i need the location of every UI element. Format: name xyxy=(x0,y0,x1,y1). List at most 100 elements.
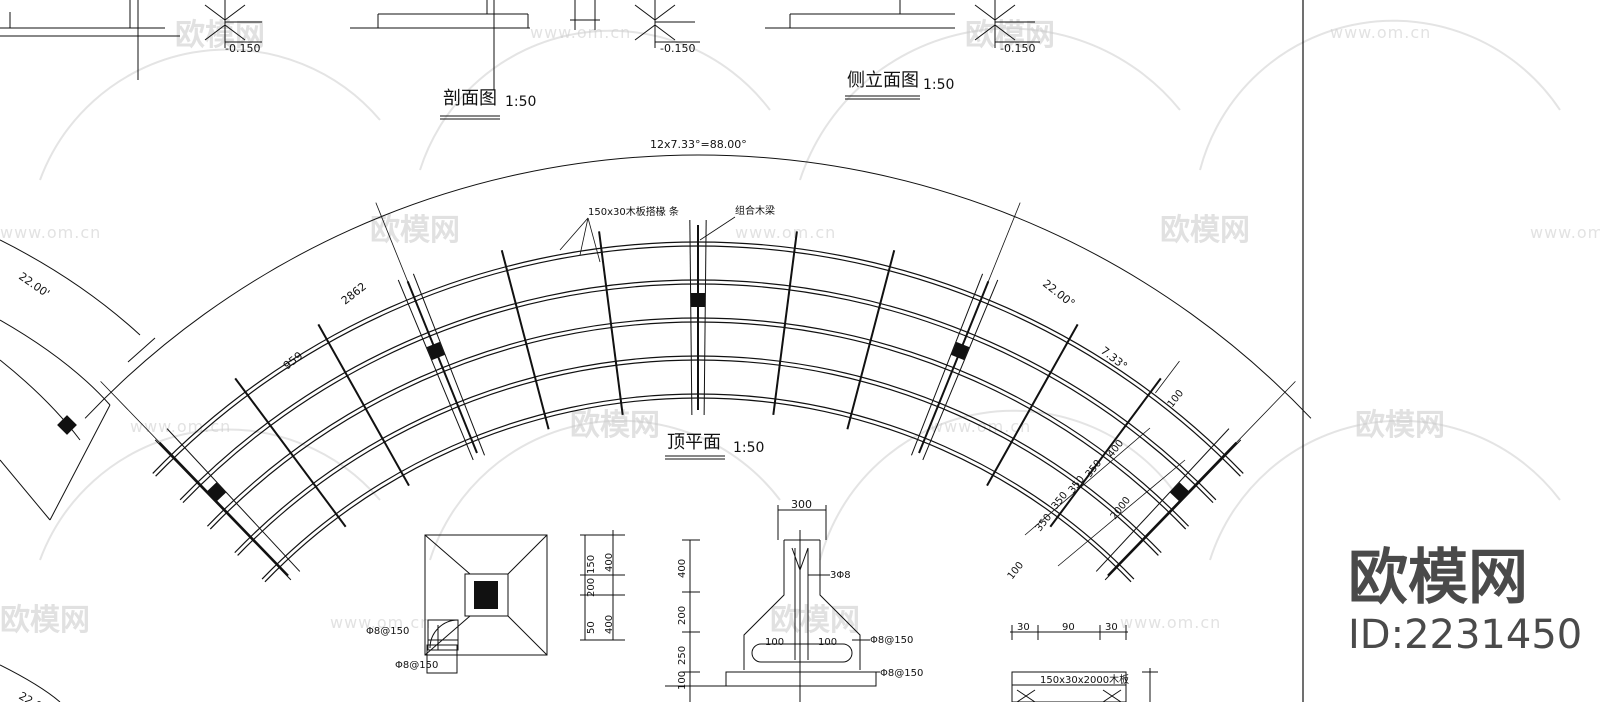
watermark-brand: 欧模网 xyxy=(965,18,1055,53)
dim-350-d: 350 xyxy=(1034,512,1054,534)
watermark-brand: 欧模网 xyxy=(0,603,90,638)
beam-line xyxy=(1104,439,1242,581)
watermark-brand: 欧模网 xyxy=(770,603,860,638)
watermark-brand: 欧模网 xyxy=(370,213,460,248)
rafter-line xyxy=(918,281,990,454)
pad-post-section xyxy=(474,581,498,609)
board-detail xyxy=(1010,625,1158,703)
watermark-url: www.om.cn xyxy=(1330,23,1431,42)
post-square xyxy=(426,341,445,361)
beam-line xyxy=(689,220,693,416)
watermark-url: www.om.cn xyxy=(130,417,231,436)
rafter-line xyxy=(598,231,624,415)
pad-dim-150: 150 xyxy=(586,555,597,574)
footing-width-top: 300 xyxy=(791,498,812,511)
watermark-brand: 欧模网 xyxy=(175,18,265,53)
watermark-url: www.om.cn xyxy=(1530,223,1600,242)
rafter-line xyxy=(986,323,1079,487)
dimension-extension xyxy=(375,202,414,296)
post-square xyxy=(206,482,227,503)
side-elevation-scale: 1:50 xyxy=(923,77,954,93)
rafter-line xyxy=(317,323,410,487)
dimension-extension xyxy=(1155,360,1180,394)
dim-2000: 2000 xyxy=(1109,495,1133,522)
pad-dim-400b: 400 xyxy=(604,615,615,634)
watermark-url: www.om.cn xyxy=(0,223,101,242)
dimension-extension xyxy=(1225,381,1296,454)
brand-id: ID:2231450 xyxy=(1348,612,1582,658)
pad-rebar-a: Φ8@150 xyxy=(366,626,409,637)
footing-height-200: 200 xyxy=(677,606,688,625)
section-level-bottom-2: -0.150 xyxy=(660,42,695,55)
footing-height-400: 400 xyxy=(677,559,688,578)
left-fragment-angle-bottom: 22.0 xyxy=(17,689,45,702)
beam-line xyxy=(397,279,474,461)
watermark-url: www.om.cn xyxy=(735,223,836,242)
plan-leader-lines xyxy=(559,216,736,263)
beam-line xyxy=(1095,428,1230,572)
left-fragment-angle: 22.00' xyxy=(16,270,52,300)
footing-offset-left: 100 xyxy=(765,637,784,648)
pad-dim-50: 50 xyxy=(586,621,597,634)
beam-line xyxy=(154,439,292,581)
rafter-line xyxy=(406,281,478,454)
footing-rebar-vertical: 3Φ8 xyxy=(830,570,851,581)
top-plan-title: 顶平面 xyxy=(667,432,721,453)
watermark-layer: 欧模网 欧模网 欧模网 欧模网 欧模网 欧模网 欧模网 欧模网 www.om.c… xyxy=(0,18,1600,638)
brand-name: 欧模网 xyxy=(1348,543,1528,613)
dim-350-a: 350 xyxy=(1084,458,1104,480)
watermark-brand: 欧模网 xyxy=(570,408,660,443)
dimension-extension xyxy=(982,202,1021,296)
section-view-scale: 1:50 xyxy=(505,94,536,110)
watermark-brand: 欧模网 xyxy=(1160,213,1250,248)
footing-rebar-a: Φ8@150 xyxy=(870,635,913,646)
section-level-bottom: -0.150 xyxy=(225,42,260,55)
left-fragment-post xyxy=(57,415,77,435)
section-view-title: 剖面图 xyxy=(443,88,497,109)
rafter-line xyxy=(500,250,550,430)
dim-100-bottom: 100 xyxy=(1006,560,1026,582)
footing-rebar-b: Φ8@150 xyxy=(880,668,923,679)
dim-100-top: 100 xyxy=(1166,388,1186,410)
rafter-line xyxy=(1049,377,1162,528)
board-dim-90: 90 xyxy=(1062,622,1075,633)
dimension-extension xyxy=(100,381,171,454)
rafter-line xyxy=(158,441,289,577)
post-square xyxy=(1169,482,1190,503)
side-elev-level-bottom: -0.150 xyxy=(1000,42,1035,55)
board-dim-30a: 30 xyxy=(1017,622,1030,633)
watermark-url: www.om.cn xyxy=(530,23,631,42)
side-elevation-title: 侧立面图 xyxy=(847,70,919,91)
rafter-line xyxy=(1107,441,1238,577)
rafter-line xyxy=(234,377,347,528)
beam-line xyxy=(910,273,984,456)
footing-offset-right: 100 xyxy=(818,637,837,648)
rafter-line xyxy=(846,250,896,430)
pad-dim-200: 200 xyxy=(586,578,597,597)
footing-height-100: 100 xyxy=(677,671,688,690)
section-view xyxy=(0,0,700,120)
beam-line xyxy=(922,279,999,461)
beam-line xyxy=(412,273,486,456)
watermark-url: www.om.cn xyxy=(930,417,1031,436)
footing-height-250: 250 xyxy=(677,646,688,665)
plan-label-slats: 150x30木板搭椽 条 xyxy=(588,205,679,218)
watermark-url: www.om.cn xyxy=(1120,613,1221,632)
board-dim-30b: 30 xyxy=(1105,622,1118,633)
beam-line xyxy=(166,428,301,572)
plan-dim-2862: 2862 xyxy=(339,280,369,307)
pad-dim-400: 400 xyxy=(604,553,615,572)
rafter-line xyxy=(772,231,798,415)
plan-arc-total: 12x7.33°=88.00° xyxy=(650,138,747,151)
plan-angle-right: 22.00° xyxy=(1040,277,1077,310)
plan-dimension-arc xyxy=(84,154,1312,419)
side-elevation xyxy=(765,0,1040,100)
top-plan-scale: 1:50 xyxy=(733,440,764,456)
dim-400: 400 xyxy=(1106,438,1126,460)
pad-footing-plan xyxy=(424,530,625,674)
left-plan-fragment xyxy=(0,239,156,703)
post-square xyxy=(951,341,970,361)
watermark-url: www.om.cn xyxy=(330,613,431,632)
